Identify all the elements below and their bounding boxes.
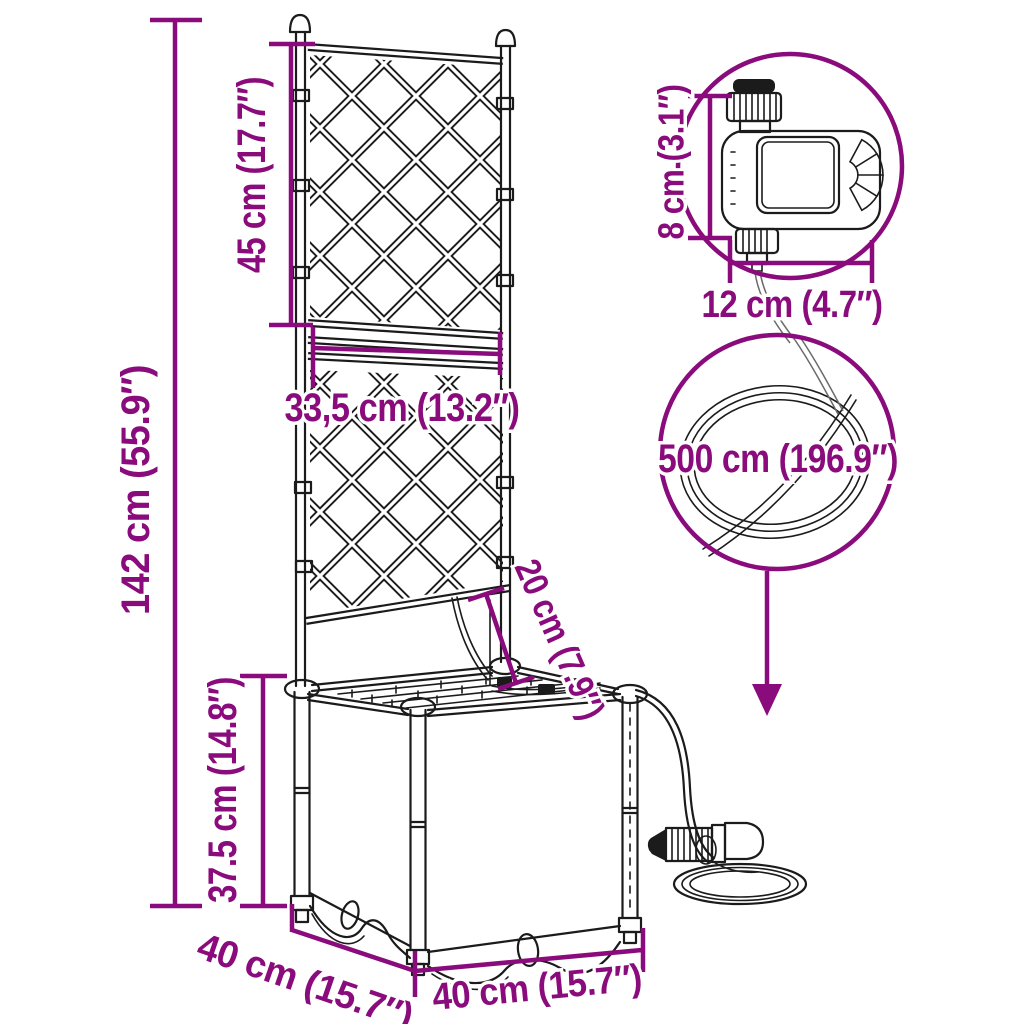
timer-height-label: 8 cm (3.1″): [651, 85, 692, 240]
timer-screen: [755, 135, 841, 215]
timer-height-dimension: 8 cm (3.1″): [647, 81, 732, 243]
planter-width-dimension: 40 cm (15.7″): [412, 928, 647, 1022]
timer-body: [720, 129, 882, 231]
hose-coil: [647, 821, 808, 906]
timer-detail-circle: [675, 51, 905, 281]
trellis-rails: [305, 43, 511, 625]
timer-dial: [848, 138, 884, 212]
planter-depth-label: 40 cm (15.7″): [192, 926, 418, 1024]
planter-top-rim: [306, 665, 622, 718]
arrowhead-icon: [752, 684, 782, 716]
timer-width-dimension: 12 cm (4.7″): [698, 240, 887, 330]
timer-top-cap: [733, 79, 775, 93]
hose-tap-connector: [647, 821, 765, 874]
planter-height-dimension: 37.5 cm (14.8″): [198, 674, 287, 909]
water-timer: [720, 79, 884, 344]
drip-irrigation-tube: [451, 596, 601, 696]
trellis: [288, 13, 517, 688]
trellis-width-dimension: 33,5 cm (13.2″): [281, 327, 524, 434]
planter-corner-posts: [283, 656, 649, 977]
trellis-lower-lattice: [310, 370, 503, 614]
drip-emitter: [574, 678, 589, 688]
hose-length-label: 500 cm (196.9″): [658, 437, 898, 481]
trellis-width-label: 33,5 cm (13.2″): [285, 386, 520, 430]
trellis-panel-height-dimension: 45 cm (17.7″): [227, 41, 315, 328]
trellis-upper-lattice: [310, 55, 502, 330]
coiled-hose-detail: [679, 336, 871, 557]
hose-detail-circle: [657, 332, 897, 572]
total-height-dimension: 142 cm (55.9″): [111, 17, 202, 909]
timer-width-label: 12 cm (4.7″): [702, 284, 883, 326]
planter-height-label: 37.5 cm (14.8″): [201, 677, 245, 903]
trellis-left-post: [288, 13, 314, 688]
drip-emitter: [538, 684, 555, 694]
trellis-panel-height-label: 45 cm (17.7″): [230, 77, 274, 273]
down-arrow: [752, 571, 782, 716]
total-height-label: 142 cm (55.9″): [114, 365, 158, 615]
